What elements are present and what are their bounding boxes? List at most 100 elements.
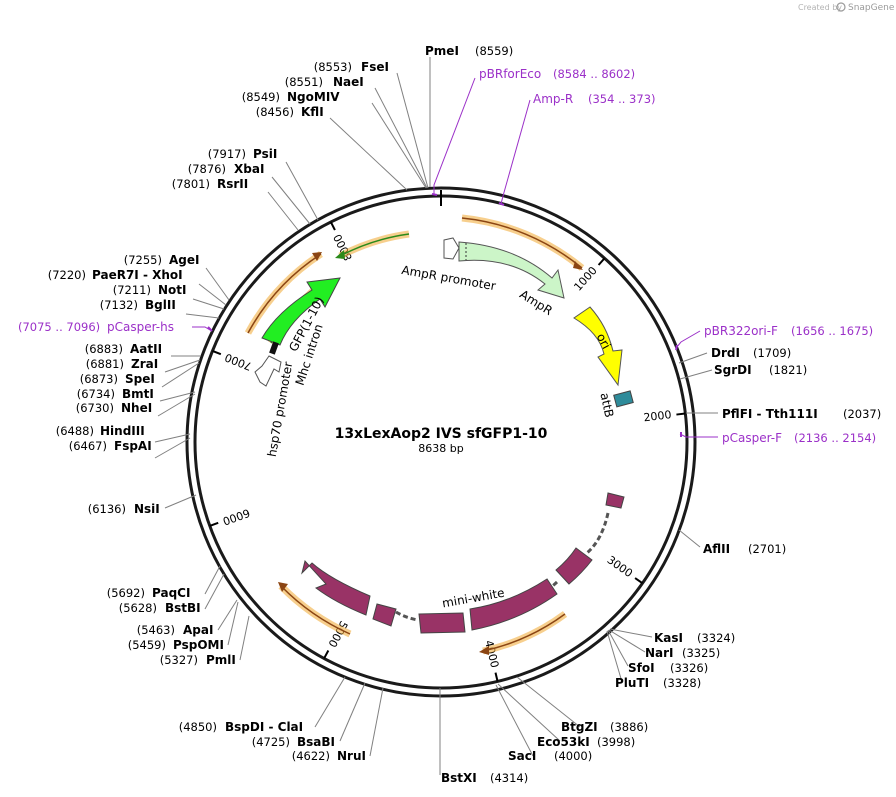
- enzyme-name[interactable]: AgeI: [169, 253, 199, 267]
- enzyme-position: (7220): [48, 268, 86, 282]
- enzyme-name[interactable]: Eco53kI: [537, 735, 590, 749]
- enzyme-position: (3325): [682, 646, 720, 660]
- ruler-tick: [676, 412, 686, 416]
- enzyme-name[interactable]: XbaI: [234, 162, 264, 176]
- primer-name[interactable]: pBR322ori-F: [704, 324, 778, 338]
- mini-white-feature[interactable]: [301, 492, 625, 634]
- enzyme-name[interactable]: PaeR7I - XhoI: [92, 268, 183, 282]
- enzyme-position: (6467): [69, 439, 107, 453]
- primer-name[interactable]: pCasper-F: [722, 431, 782, 445]
- snapgene-brand: SnapGene: [848, 3, 895, 13]
- enzyme-position: (5628): [119, 601, 157, 615]
- attb-feature[interactable]: [613, 390, 634, 408]
- enzyme-position: (7255): [124, 253, 162, 267]
- enzyme-position: (8549): [242, 90, 280, 104]
- enzyme-name[interactable]: FspAI: [114, 439, 152, 453]
- enzyme-name[interactable]: NgoMIV: [287, 90, 340, 104]
- enzyme-name[interactable]: NotI: [158, 283, 187, 297]
- enzyme-position: (4725): [252, 735, 290, 749]
- ruler-tick: [329, 221, 336, 231]
- primer-range: (8584 .. 8602): [553, 67, 635, 81]
- enzyme-name[interactable]: NheI: [121, 401, 152, 415]
- enzyme-name[interactable]: BsaBI: [297, 735, 335, 749]
- enzyme-position: (1821): [769, 363, 807, 377]
- enzyme-name[interactable]: ZraI: [131, 357, 158, 371]
- enzyme-position: (8553): [314, 60, 352, 74]
- enzyme-name[interactable]: HindIII: [100, 424, 145, 438]
- enzyme-name[interactable]: KflI: [301, 105, 324, 119]
- ruler-tick: [597, 257, 606, 266]
- enzyme-name[interactable]: NaeI: [333, 75, 364, 89]
- enzyme-name[interactable]: BspDI - ClaI: [225, 720, 303, 734]
- ruler-tick-label: 6000: [221, 506, 252, 528]
- gfp-feature[interactable]: [261, 277, 341, 346]
- enzyme-position: (4314): [490, 771, 528, 785]
- enzyme-name[interactable]: BstBI: [165, 601, 201, 615]
- enzyme-position: (4000): [554, 749, 592, 763]
- enzyme-position: (3886): [610, 720, 648, 734]
- ampr-feature[interactable]: [458, 241, 565, 299]
- primer-name[interactable]: Amp-R: [533, 92, 573, 106]
- enzyme-position: (3998): [597, 735, 635, 749]
- enzyme-name[interactable]: SfoI: [628, 661, 655, 675]
- enzyme-name[interactable]: RsrII: [217, 177, 248, 191]
- enzyme-name[interactable]: PluTI: [615, 676, 649, 690]
- enzyme-name[interactable]: SpeI: [125, 372, 155, 386]
- enzyme-position: (6488): [56, 424, 94, 438]
- enzyme-name[interactable]: BstXI: [441, 771, 477, 785]
- enzyme-name[interactable]: AatII: [130, 342, 162, 356]
- primer-range: (354 .. 373): [588, 92, 656, 106]
- enzyme-name[interactable]: PmlI: [206, 653, 236, 667]
- enzyme-position: (5692): [107, 586, 145, 600]
- enzyme-name[interactable]: PaqCI: [152, 586, 190, 600]
- enzyme-labels: PmeI (8559) (8553) FseI (8551) NaeI (854…: [48, 44, 882, 785]
- ruler-tick: [323, 650, 330, 659]
- ampr-promoter-feature[interactable]: [443, 237, 460, 260]
- enzyme-position: (5327): [160, 653, 198, 667]
- enzyme-name[interactable]: PsiI: [253, 147, 277, 161]
- enzyme-name[interactable]: BmtI: [122, 387, 154, 401]
- enzyme-name[interactable]: KasI: [654, 631, 683, 645]
- enzyme-name[interactable]: BglII: [145, 298, 176, 312]
- ori-feature[interactable]: [573, 306, 623, 387]
- enzyme-name[interactable]: NsiI: [134, 502, 160, 516]
- enzyme-name[interactable]: NarI: [645, 646, 674, 660]
- enzyme-position: (8559): [475, 44, 513, 58]
- enzyme-name[interactable]: PflFI - Tth111I: [722, 407, 818, 421]
- ruler-tick-label: 2000: [643, 408, 672, 424]
- enzyme-position: (7801): [172, 177, 210, 191]
- enzyme-name[interactable]: NruI: [337, 749, 366, 763]
- enzyme-position: (6873): [80, 372, 118, 386]
- enzyme-position: (2037): [843, 407, 881, 421]
- enzyme-name[interactable]: FseI: [361, 60, 389, 74]
- attb-label: attB: [597, 391, 616, 418]
- enzyme-name[interactable]: PmeI: [425, 44, 459, 58]
- enzyme-name[interactable]: AflII: [703, 542, 730, 556]
- ampr-promoter-label: AmpR promoter: [401, 263, 497, 293]
- enzyme-position: (3324): [697, 631, 735, 645]
- enzyme-position: (7876): [188, 162, 226, 176]
- enzyme-name[interactable]: SacI: [508, 749, 536, 763]
- enzyme-position: (6136): [88, 502, 126, 516]
- enzyme-name[interactable]: BtgZI: [561, 720, 598, 734]
- enzyme-position: (7132): [100, 298, 138, 312]
- hsp70-promoter-feature[interactable]: [254, 355, 282, 387]
- created-by-text: Created by: [798, 3, 842, 12]
- enzyme-position: (7917): [208, 147, 246, 161]
- enzyme-position: (3328): [663, 676, 701, 690]
- plasmid-length: 8638 bp: [418, 442, 463, 455]
- plasmid-name: 13xLexAop2 IVS sfGFP1-10: [335, 426, 548, 442]
- enzyme-name[interactable]: SgrDI: [714, 363, 752, 377]
- enzyme-position: (6881): [86, 357, 124, 371]
- primer-leader-lines: [192, 77, 718, 438]
- enzyme-name[interactable]: PspOMI: [173, 638, 224, 652]
- enzyme-position: (3326): [670, 661, 708, 675]
- primer-name[interactable]: pBRforEco: [479, 67, 541, 81]
- enzyme-leader-lines: [154, 57, 718, 775]
- enzyme-name[interactable]: DrdI: [711, 346, 740, 360]
- primer-name[interactable]: pCasper-hs: [107, 320, 174, 334]
- enzyme-position: (6734): [77, 387, 115, 401]
- primer-range: (2136 .. 2154): [794, 431, 876, 445]
- enzyme-name[interactable]: ApaI: [183, 623, 213, 637]
